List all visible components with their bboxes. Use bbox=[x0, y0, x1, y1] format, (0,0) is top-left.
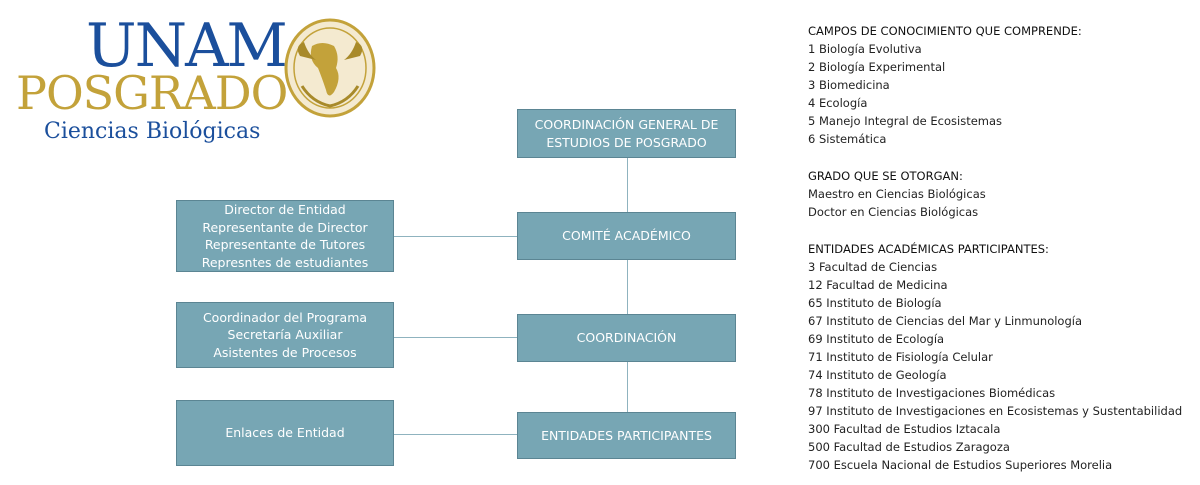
list-item: 3 Biomedicina bbox=[808, 78, 890, 92]
coordinacion-member: Secretaría Auxiliar bbox=[227, 327, 343, 343]
unam-seal-icon bbox=[284, 18, 376, 118]
entidades-members-box: Enlaces de Entidad bbox=[176, 400, 394, 466]
coordinacion-box: COORDINACIÓN bbox=[517, 314, 736, 362]
list-item: 97 Instituto de Investigaciones en Ecosi… bbox=[808, 404, 1183, 418]
list-item: 78 Instituto de Investigaciones Biomédic… bbox=[808, 386, 1056, 400]
entidades-list: 3 Facultad de Ciencias 12 Facultad de Me… bbox=[808, 258, 1193, 474]
list-item: Maestro en Ciencias Biológicas bbox=[808, 187, 986, 201]
campos-title: CAMPOS DE CONOCIMIENTO QUE COMPRENDE: bbox=[808, 24, 1082, 38]
list-item: 6 Sistemática bbox=[808, 132, 887, 146]
list-item: 1 Biología Evolutiva bbox=[808, 42, 922, 56]
info-panel: CAMPOS DE CONOCIMIENTO QUE COMPRENDE: 1 … bbox=[808, 22, 1193, 474]
connector-coordinacion-entidades bbox=[627, 362, 628, 412]
list-item: 71 Instituto de Fisiología Celular bbox=[808, 350, 993, 364]
coordinacion-member: Coordinador del Programa bbox=[202, 309, 368, 325]
logo-posgrado-text: POSGRADO bbox=[16, 66, 288, 120]
list-item: 2 Biología Experimental bbox=[808, 60, 946, 74]
coordinacion-general-box: COORDINACIÓN GENERAL DE ESTUDIOS DE POSG… bbox=[517, 109, 736, 158]
list-item: 67 Instituto de Ciencias del Mar y Linmu… bbox=[808, 314, 1083, 328]
list-item: 65 Instituto de Biología bbox=[808, 296, 942, 310]
connector-coordinacion-members bbox=[394, 337, 518, 338]
coordinacion-general-line-2: ESTUDIOS DE POSGRADO bbox=[546, 134, 707, 150]
list-item: 69 Instituto de Ecología bbox=[808, 332, 945, 346]
comite-academico-label: COMITÉ ACADÉMICO bbox=[562, 228, 691, 244]
connector-general-comite bbox=[627, 158, 628, 212]
unam-posgrado-logo: UNAM POSGRADO Ciencias Biológicas bbox=[16, 14, 386, 149]
comite-academico-box: COMITÉ ACADÉMICO bbox=[517, 212, 736, 260]
comite-member: Director de Entidad bbox=[224, 202, 346, 217]
coordinacion-label: COORDINACIÓN bbox=[576, 330, 677, 346]
list-item: 700 Escuela Nacional de Estudios Superio… bbox=[808, 458, 1113, 472]
campos-list: 1 Biología Evolutiva 2 Biología Experime… bbox=[808, 40, 1193, 148]
comite-member: Representante de Tutores bbox=[204, 237, 366, 252]
grado-title: GRADO QUE SE OTORGAN: bbox=[808, 169, 963, 183]
entidades-member: Enlaces de Entidad bbox=[225, 425, 345, 441]
list-item: Doctor en Ciencias Biológicas bbox=[808, 205, 979, 219]
coordinacion-general-line-1: COORDINACIÓN GENERAL DE bbox=[534, 117, 719, 132]
list-item: 4 Ecología bbox=[808, 96, 868, 110]
connector-comite-coordinacion bbox=[627, 260, 628, 314]
list-item: 5 Manejo Integral de Ecosistemas bbox=[808, 114, 1003, 128]
list-item: 74 Instituto de Geología bbox=[808, 368, 947, 382]
entidades-participantes-box: ENTIDADES PARTICIPANTES bbox=[517, 412, 736, 459]
coordinacion-member: Asistentes de Procesos bbox=[213, 344, 357, 360]
list-item: 500 Facultad de Estudios Zaragoza bbox=[808, 440, 1010, 454]
comite-member: Represntes de estudiantes bbox=[201, 254, 369, 270]
entidades-title: ENTIDADES ACADÉMICAS PARTICIPANTES: bbox=[808, 242, 1049, 256]
entidades-participantes-label: ENTIDADES PARTICIPANTES bbox=[541, 427, 712, 443]
campos-section: CAMPOS DE CONOCIMIENTO QUE COMPRENDE: 1 … bbox=[808, 22, 1193, 148]
list-item: 12 Facultad de Medicina bbox=[808, 278, 948, 292]
comite-member: Representante de Director bbox=[202, 219, 368, 235]
connector-comite-members bbox=[394, 236, 518, 237]
connector-entidades-members bbox=[394, 434, 518, 435]
list-item: 3 Facultad de Ciencias bbox=[808, 260, 938, 274]
comite-members-box: Director de Entidad Representante de Dir… bbox=[176, 200, 394, 272]
logo-subtitle: Ciencias Biológicas bbox=[44, 119, 261, 144]
logo-unam-text: UNAM bbox=[86, 11, 288, 81]
coordinacion-members-box: Coordinador del Programa Secretaría Auxi… bbox=[176, 302, 394, 368]
grado-list: Maestro en Ciencias Biológicas Doctor en… bbox=[808, 185, 1193, 221]
grado-section: GRADO QUE SE OTORGAN: Maestro en Ciencia… bbox=[808, 167, 1193, 221]
list-item: 300 Facultad de Estudios Iztacala bbox=[808, 422, 1001, 436]
entidades-section: ENTIDADES ACADÉMICAS PARTICIPANTES: 3 Fa… bbox=[808, 240, 1193, 474]
